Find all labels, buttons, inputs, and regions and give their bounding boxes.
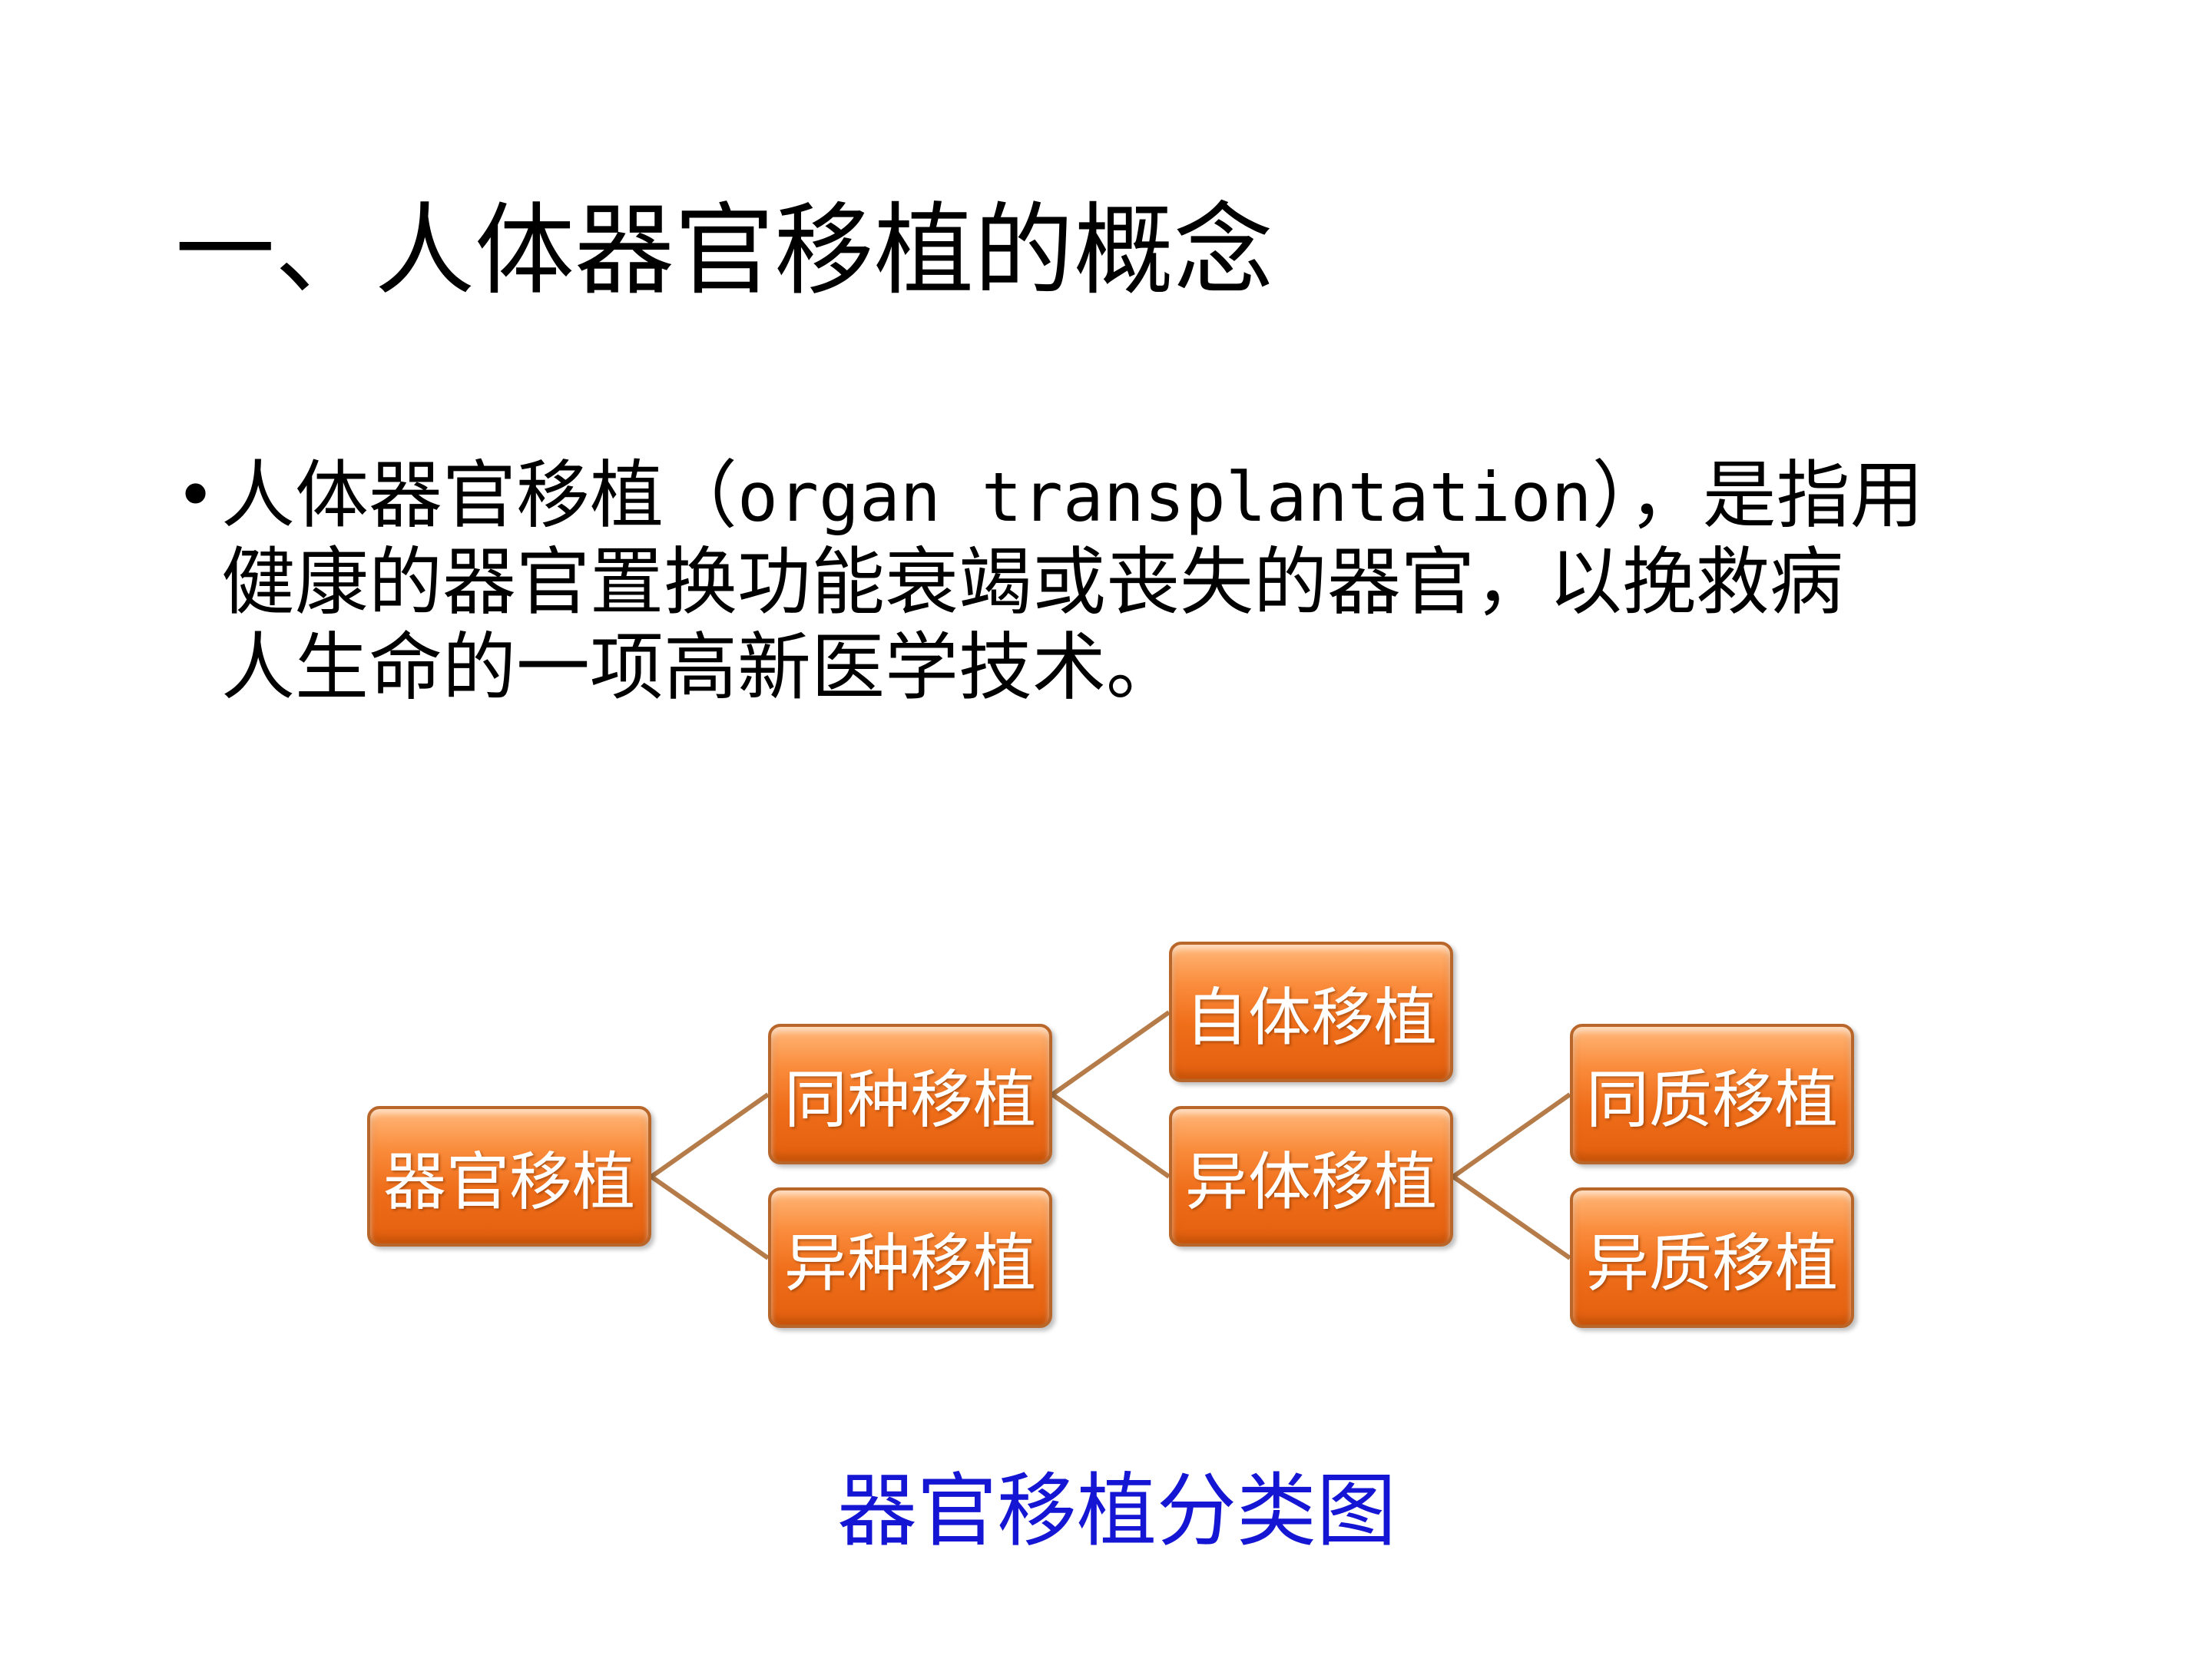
- connector-root-to-same-species: [650, 1092, 770, 1179]
- bullet-line-1: 人体器官移植（organ transplantation），是指用: [175, 453, 2095, 540]
- node-iso: 同质移植: [1570, 1024, 1854, 1164]
- node-auto: 自体移植: [1169, 942, 1453, 1082]
- node-label: 同质移植: [1585, 1064, 1838, 1137]
- connector-allo-to-iso: [1452, 1092, 1571, 1179]
- connector-same-species-to-allo: [1051, 1092, 1171, 1179]
- node-label: 异种移植: [783, 1227, 1036, 1300]
- connector-allo-to-hetero: [1452, 1174, 1571, 1260]
- node-label: 自体移植: [1184, 982, 1437, 1055]
- node-xeno: 异种移植: [768, 1187, 1052, 1328]
- diagram-caption: 器官移植分类图: [837, 1464, 1397, 1558]
- node-organ-transplant: 器官移植: [367, 1106, 651, 1247]
- slide-title: 一、人体器官移植的概念: [175, 192, 1274, 309]
- connector-same-species-to-auto: [1051, 1010, 1171, 1097]
- bullet-paragraph: • 人体器官移植（organ transplantation），是指用 健康的器…: [175, 453, 2095, 710]
- connector-root-to-xeno: [650, 1174, 770, 1260]
- bullet-line-2: 健康的器官置换功能衰竭或丧失的器官，以挽救病: [221, 539, 1843, 625]
- node-same-species: 同种移植: [768, 1024, 1052, 1164]
- bullet-dot: •: [175, 455, 217, 536]
- node-label: 异质移植: [1585, 1227, 1838, 1300]
- bullet-line-3: 人生命的一项高新医学技术。: [221, 624, 1180, 710]
- english-term: organ transplantation: [737, 458, 1592, 537]
- bullet-line-1-suffix: ），是指用: [1591, 452, 1924, 538]
- node-label: 异体移植: [1184, 1146, 1437, 1219]
- node-allo: 异体移植: [1169, 1106, 1453, 1247]
- node-label: 器官移植: [382, 1146, 635, 1219]
- bullet-line-1-prefix: 人体器官移植（: [221, 452, 737, 538]
- node-hetero: 异质移植: [1570, 1187, 1854, 1328]
- node-label: 同种移植: [783, 1064, 1036, 1137]
